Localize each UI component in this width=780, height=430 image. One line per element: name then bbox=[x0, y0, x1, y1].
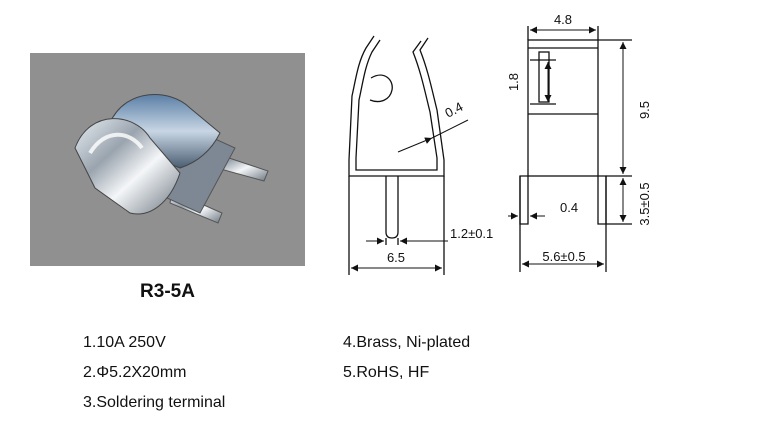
spec-item: 4.Brass, Ni-plated bbox=[343, 334, 471, 351]
side-pin-length-dim: 3.5±0.5 bbox=[637, 182, 652, 225]
spec-item: 2.Φ5.2X20mm bbox=[83, 364, 187, 381]
model-name: R3-5A bbox=[140, 281, 195, 302]
side-pin-thickness-dim: 0.4 bbox=[560, 200, 578, 215]
front-width-dim: 6.5 bbox=[387, 250, 405, 265]
product-photo bbox=[30, 53, 305, 266]
front-thickness-dim: 0.4 bbox=[442, 99, 465, 121]
side-top-width-dim: 4.8 bbox=[554, 12, 572, 27]
front-view-drawing bbox=[348, 35, 445, 275]
spec-item: 3.Soldering terminal bbox=[83, 394, 226, 411]
spec-item: 5.RoHS, HF bbox=[343, 364, 430, 381]
side-view-drawing bbox=[519, 26, 632, 272]
fuse-clip-illustration bbox=[74, 94, 269, 224]
side-height-dim: 9.5 bbox=[637, 101, 652, 119]
side-base-width-dim: 5.6±0.5 bbox=[542, 249, 585, 264]
side-slot-dim: 1.8 bbox=[506, 73, 521, 91]
spec-list-right: 4.Brass, Ni-plated 5.RoHS, HF bbox=[343, 333, 470, 393]
spec-list-left: 1.10A 250V 2.Φ5.2X20mm 3.Soldering termi… bbox=[83, 333, 225, 423]
front-pin-dim: 1.2±0.1 bbox=[450, 226, 493, 241]
spec-item: 1.10A 250V bbox=[83, 334, 166, 351]
